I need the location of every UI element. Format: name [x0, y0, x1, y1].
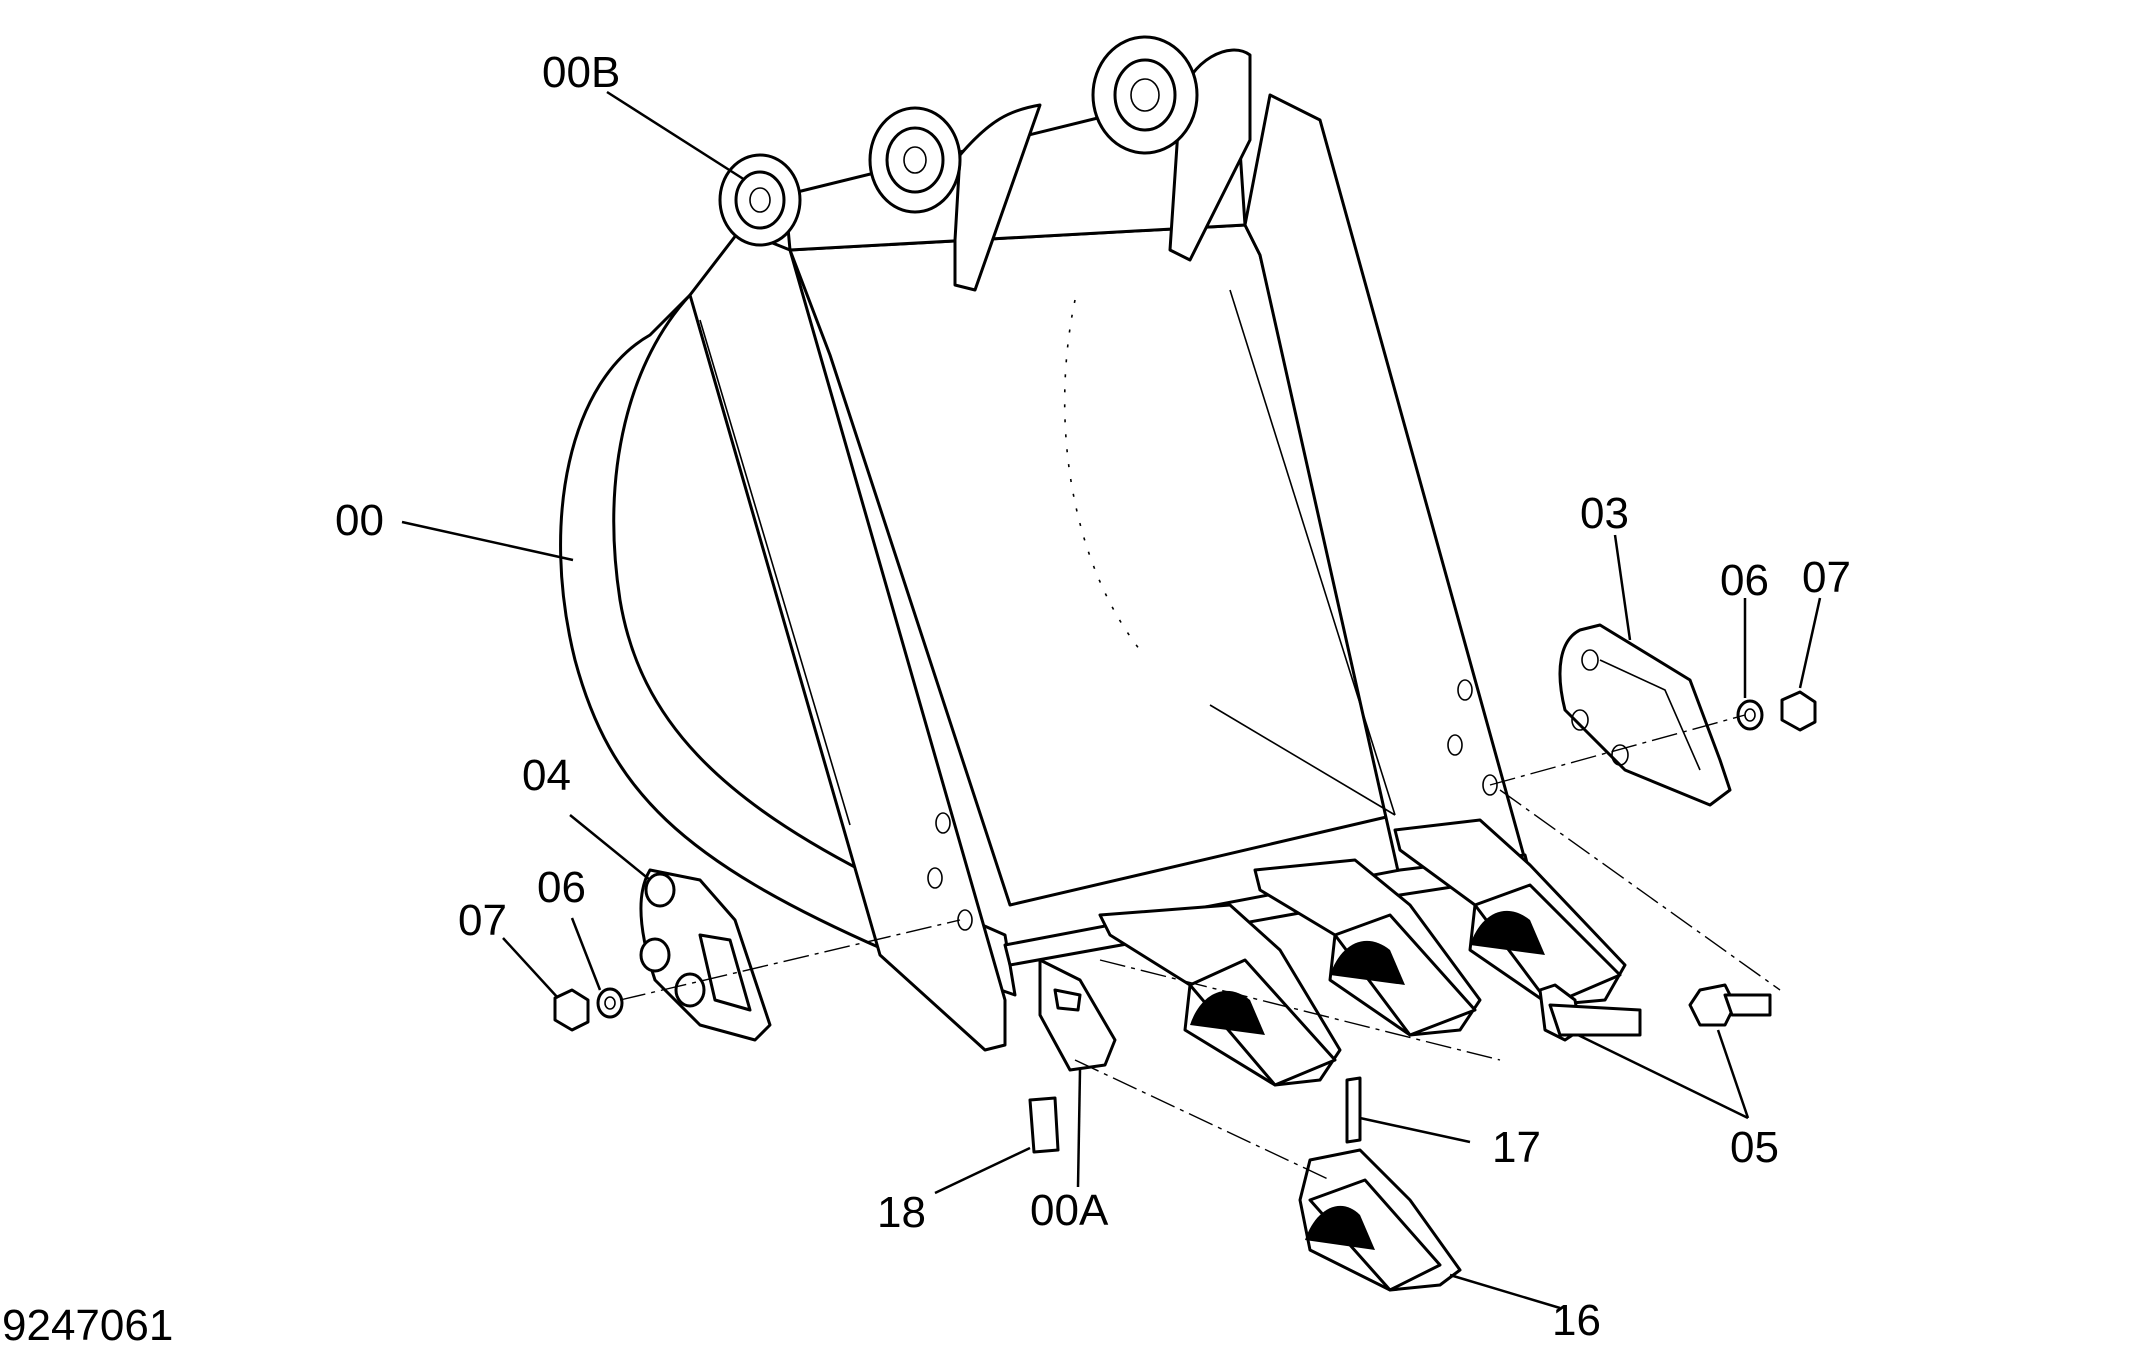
drawing-number: 9247061 — [2, 1301, 173, 1345]
callout-18: 18 — [877, 1188, 926, 1237]
bucket-body — [559, 93, 1532, 1052]
side-cutter-left — [639, 868, 772, 1042]
side-cutter-right — [1558, 623, 1732, 807]
callout-06-left: 06 — [537, 863, 586, 912]
callout-07-left: 07 — [458, 896, 507, 945]
callout-00A: 00A — [1030, 1186, 1109, 1235]
assembly-lines — [619, 714, 1781, 1181]
mounting-bosses — [718, 35, 1252, 292]
leader-lines — [401, 90, 1822, 1310]
callout-04: 04 — [522, 751, 571, 800]
hardware-parts — [553, 690, 1817, 1292]
bucket-teeth — [1038, 818, 1627, 1087]
callout-00: 00 — [335, 496, 384, 545]
callout-07-right: 07 — [1802, 553, 1851, 602]
callout-16: 16 — [1552, 1296, 1601, 1345]
callout-00B: 00B — [542, 48, 620, 97]
callout-05: 05 — [1730, 1123, 1779, 1172]
callout-06-right: 06 — [1720, 556, 1769, 605]
callout-03: 03 — [1580, 489, 1629, 538]
callout-17: 17 — [1492, 1123, 1541, 1172]
callout-labels: 00 00B 03 06 07 04 06 07 05 17 16 18 00A — [335, 48, 1851, 1345]
